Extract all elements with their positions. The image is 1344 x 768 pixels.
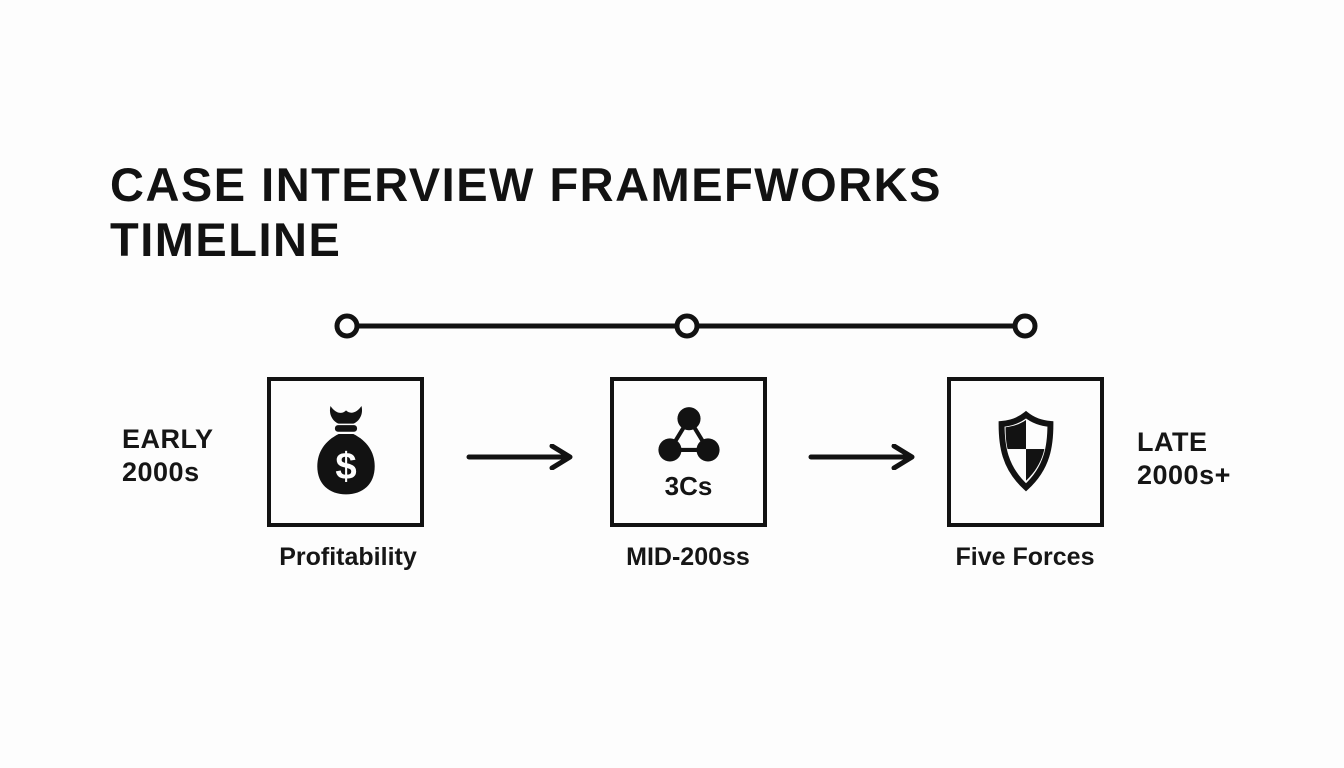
era-label-early-line-2: 2000s	[122, 457, 200, 487]
money-bag-icon: $	[316, 406, 375, 495]
three-circles-icon	[657, 406, 720, 461]
shield-icon	[998, 410, 1053, 492]
stage-badge-3cs: 3Cs	[664, 470, 713, 501]
page-title-line-1: CASE INTERVIEW FRAMEFWORKS	[110, 158, 942, 211]
timeline-track	[334, 313, 1038, 339]
timeline-node-2	[674, 313, 700, 339]
timeline-node-1	[334, 313, 360, 339]
era-label-late-line-1: LATE	[1137, 427, 1208, 457]
stage-box-five-forces	[947, 377, 1104, 527]
stage-caption-five-forces: Five Forces	[955, 543, 1095, 571]
timeline-node-3	[1012, 313, 1038, 339]
stage-box-3cs: 3Cs	[610, 377, 767, 527]
era-label-early: EARLY 2000s	[122, 423, 214, 489]
stage-caption-mid-2000s: MID-200ss	[626, 543, 750, 571]
dollar-symbol: $	[335, 445, 356, 488]
page-title-line-2: TIMELINE	[110, 213, 342, 266]
stage-caption-profitability: Profitability	[279, 543, 417, 571]
era-label-late: LATE 2000s+	[1137, 426, 1231, 492]
era-label-late-line-2: 2000s+	[1137, 460, 1231, 490]
stage-box-profitability: $	[267, 377, 424, 527]
arrow-right-icon	[466, 444, 573, 470]
page-title: CASE INTERVIEW FRAMEFWORKS TIMELINE	[110, 157, 942, 267]
arrow-right-icon	[808, 444, 915, 470]
era-label-early-line-1: EARLY	[122, 424, 214, 454]
